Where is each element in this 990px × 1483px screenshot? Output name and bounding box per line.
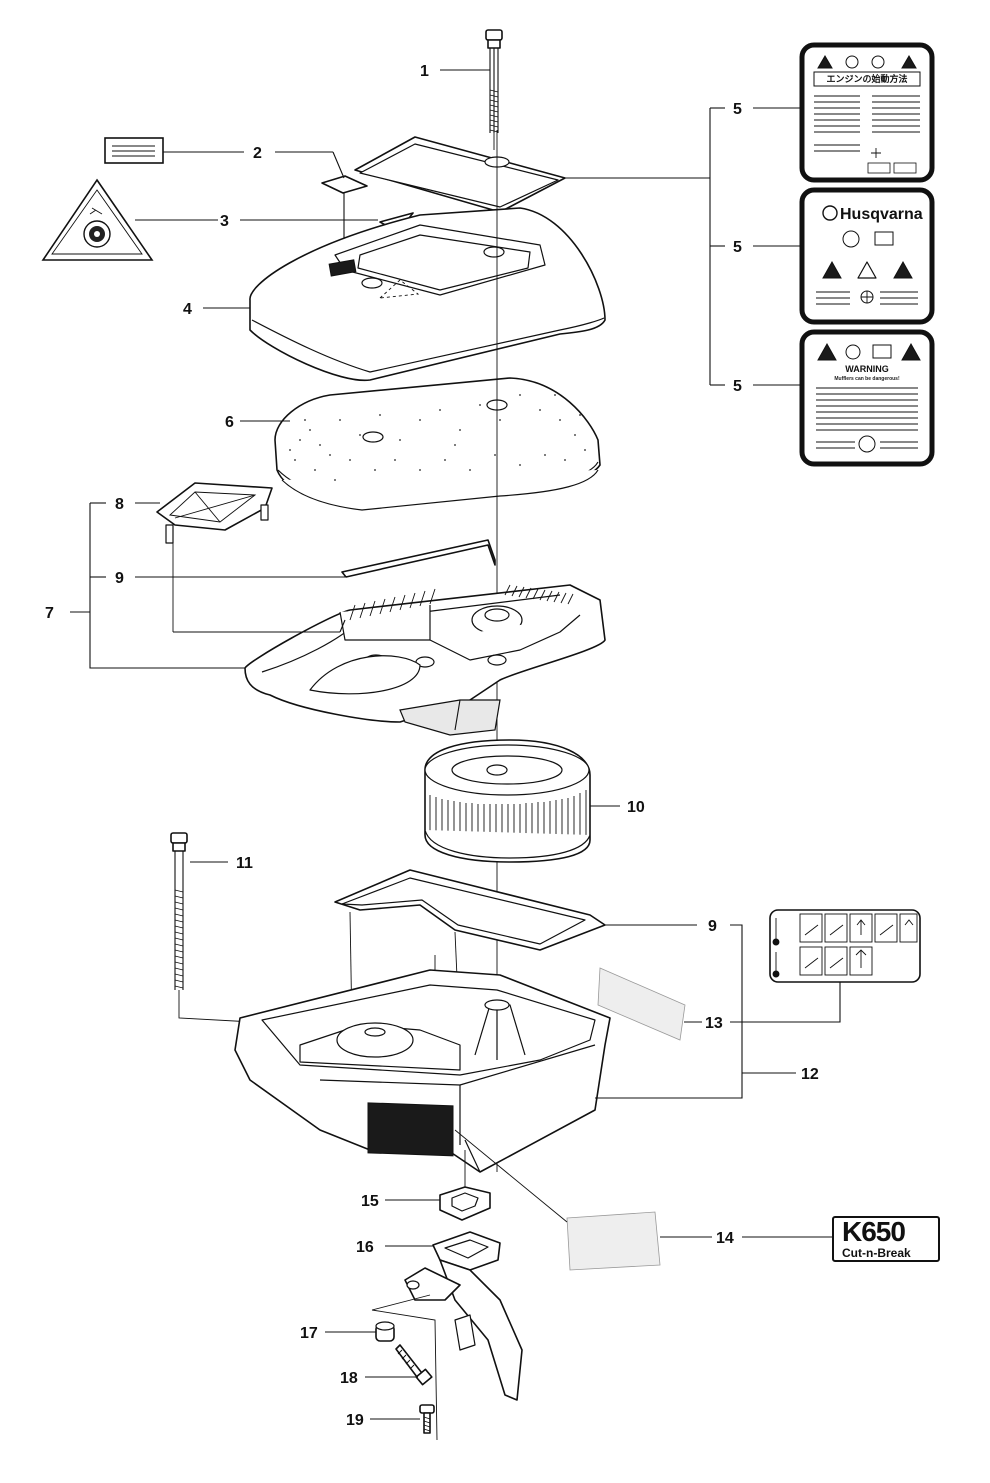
part-1-screw bbox=[485, 29, 503, 150]
callout-2: 2 bbox=[253, 145, 262, 162]
callout-7: 7 bbox=[45, 605, 54, 622]
part-19-small-screw bbox=[419, 1404, 435, 1434]
model-subtitle: Cut-n-Break bbox=[842, 1246, 911, 1260]
part-7-filter-housing bbox=[244, 584, 606, 736]
label-13-icon-strip bbox=[769, 909, 921, 983]
warning-title: WARNING bbox=[845, 364, 889, 374]
callout-4: 4 bbox=[183, 301, 192, 318]
warning-subtitle: Mufflers can be dangerous! bbox=[834, 376, 900, 382]
part-18-screw bbox=[395, 1344, 433, 1386]
label-5-husqvarna: Husqvarna bbox=[799, 187, 935, 325]
part-15-seal bbox=[439, 1150, 491, 1221]
callout-14: 14 bbox=[716, 1230, 734, 1247]
label-5-warning: WARNING Mufflers can be dangerous! bbox=[799, 329, 935, 467]
part-10-filter-cartridge bbox=[424, 739, 591, 863]
callout-19: 19 bbox=[346, 1412, 364, 1429]
callout-5b: 5 bbox=[733, 239, 742, 256]
model-badge: K650 Cut-n-Break bbox=[832, 1216, 940, 1262]
callout-13: 13 bbox=[705, 1015, 723, 1032]
part-6-foam-filter bbox=[274, 377, 601, 511]
callout-12: 12 bbox=[801, 1066, 819, 1083]
husqvarna-brand-text: Husqvarna bbox=[840, 206, 923, 223]
callout-9a: 9 bbox=[115, 570, 124, 587]
part-9-gasket-upper bbox=[341, 539, 496, 578]
callout-15: 15 bbox=[361, 1193, 379, 1210]
callout-numbers: 1 2 3 4 5 5 5 6 7 8 9 9 10 11 12 13 14 1… bbox=[45, 63, 819, 1429]
callout-16: 16 bbox=[356, 1239, 374, 1256]
callout-5a: 5 bbox=[733, 101, 742, 118]
part-12-lower-housing bbox=[234, 969, 611, 1173]
callout-17: 17 bbox=[300, 1325, 318, 1342]
part-5-label-plate bbox=[354, 136, 566, 213]
callout-9b: 9 bbox=[708, 918, 717, 935]
triangle-warning-label bbox=[41, 178, 154, 261]
callout-6: 6 bbox=[225, 414, 234, 431]
jp-label-title: エンジンの始動方法 bbox=[826, 73, 907, 84]
callout-1: 1 bbox=[420, 63, 429, 80]
callout-3: 3 bbox=[220, 213, 229, 230]
callout-8: 8 bbox=[115, 496, 124, 513]
model-name: K650 bbox=[842, 1216, 906, 1247]
callout-18: 18 bbox=[340, 1370, 358, 1387]
part-14-label-blank bbox=[454, 1129, 661, 1271]
part-4-cover bbox=[249, 207, 606, 382]
part-16-intake-duct bbox=[371, 1231, 523, 1441]
label-5-japanese: エンジンの始動方法 bbox=[799, 42, 935, 183]
part-13-label-blank bbox=[597, 967, 686, 1041]
leader-lines bbox=[70, 69, 841, 1420]
part-9-gasket-lower bbox=[334, 869, 606, 1031]
small-rectangular-label bbox=[104, 137, 164, 164]
callout-11: 11 bbox=[236, 855, 253, 872]
callout-10: 10 bbox=[627, 799, 645, 816]
callout-5c: 5 bbox=[733, 378, 742, 395]
part-11-long-bolt bbox=[170, 832, 401, 1031]
part-8-bracket bbox=[156, 482, 273, 632]
part-17-bushing bbox=[375, 1321, 395, 1342]
